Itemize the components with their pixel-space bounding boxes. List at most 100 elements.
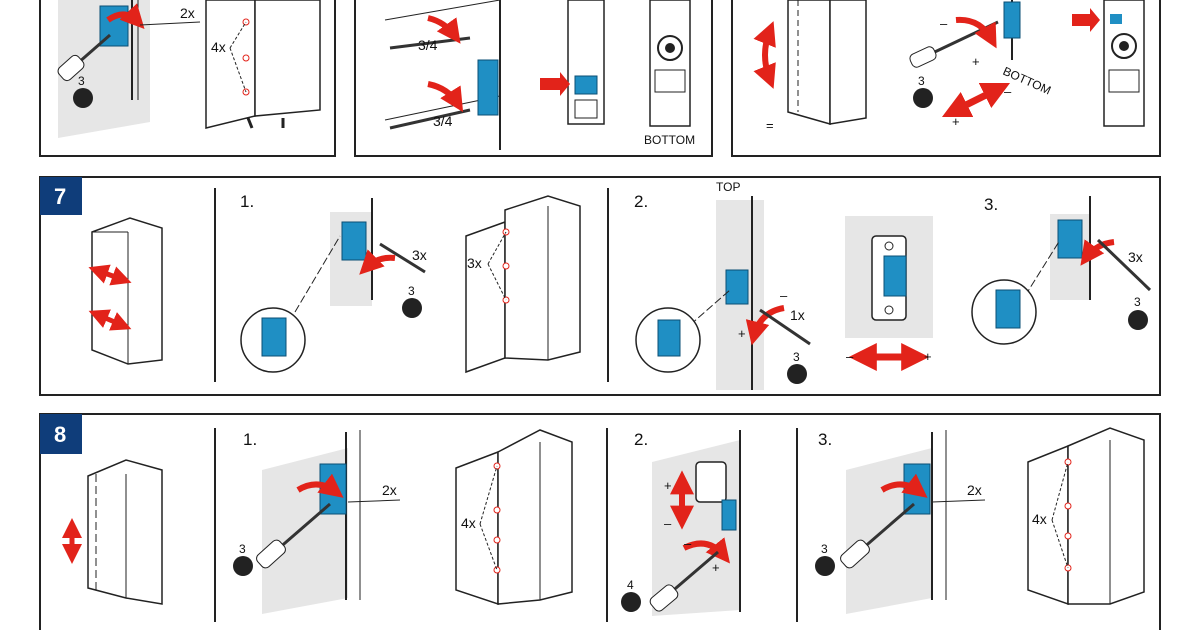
plus-sign: +	[972, 54, 980, 69]
step-number: 7	[54, 184, 66, 209]
top-panel-a: 2x 3 4x	[39, 0, 336, 157]
step-number-badge	[40, 414, 82, 454]
step-number: 8	[54, 422, 66, 447]
hinge-icon	[341, 221, 367, 261]
rotate-arrow-icon	[359, 249, 396, 275]
step-label: 2.	[634, 430, 648, 449]
screwdriver-icon	[57, 33, 111, 82]
rotate-arrow-icon	[1080, 239, 1115, 266]
tool-size-label: 3	[1134, 295, 1141, 309]
rotate-arrow-icon	[745, 305, 785, 346]
step-label: 2.	[634, 192, 648, 211]
cabinet-drawing	[205, 0, 321, 129]
hex-key-icon	[1128, 310, 1148, 330]
step-label: 1.	[243, 430, 257, 449]
tool-size-label: 4	[627, 578, 634, 592]
section-8: 8 1. 2x 3	[39, 413, 1161, 630]
minus-sign: –	[940, 16, 948, 31]
rotate-arrow-icon	[955, 16, 997, 49]
minus-sign: –	[1004, 84, 1012, 99]
rotate-arrow-icon	[296, 473, 344, 498]
cabinet-drawing	[787, 0, 867, 125]
right-arrow-icon	[540, 72, 570, 96]
step-number-badge	[40, 177, 82, 215]
screw-count-label: 4x	[1032, 511, 1047, 527]
top-panel-c: = – + – + BOTTOM 3	[731, 0, 1161, 157]
section-7: 7 1. 3x 3 3x	[39, 176, 1161, 396]
minus-sign: –	[780, 288, 788, 303]
tool-size-label: 3	[78, 74, 85, 88]
plus-sign: +	[712, 560, 720, 575]
step-label: 1.	[240, 192, 254, 211]
screwdriver-icon	[759, 308, 811, 346]
hex-key-icon	[73, 88, 93, 108]
hex-key-icon	[913, 88, 933, 108]
plus-sign: +	[952, 114, 960, 129]
overview-cabinet-drawing	[62, 459, 163, 605]
hinge-detail-drawing	[1103, 0, 1145, 127]
hinge-icon	[1003, 1, 1021, 39]
rotate-arrow-icon	[106, 3, 145, 30]
hinge-icon	[657, 319, 681, 357]
position-label: BOTTOM	[644, 133, 695, 147]
screw-count-label: 3x	[1128, 249, 1143, 265]
rotate-arrow-icon	[427, 81, 464, 113]
hinge-count-label: 2x	[967, 482, 982, 498]
hex-key-icon	[402, 298, 422, 318]
tool-size-label: 3	[793, 350, 800, 364]
left-right-arrow-icon	[88, 264, 132, 286]
rotate-arrow-icon	[682, 537, 731, 564]
hinge-count-label: 3x	[412, 247, 427, 263]
hinge-icon	[725, 269, 749, 305]
screwdriver-icon	[379, 242, 426, 274]
tool-size-label: 3	[918, 74, 925, 88]
plus-sign: +	[924, 349, 932, 364]
hex-key-icon	[787, 364, 807, 384]
hinge-detail-drawing	[649, 0, 691, 127]
cabinet-drawing	[465, 195, 581, 374]
left-right-arrow-icon	[88, 309, 132, 331]
hinge-adjustment-detail	[845, 216, 933, 338]
screw-count-label: 1x	[790, 307, 805, 323]
right-arrow-icon	[1072, 8, 1100, 32]
hinge-icon	[261, 317, 287, 357]
turn-amount-label: 3/4	[433, 113, 453, 129]
tool-size-label: 3	[239, 542, 246, 556]
plus-sign: +	[664, 478, 672, 493]
hinge-icon	[1057, 219, 1083, 259]
rotate-arrow-icon	[880, 473, 928, 498]
cabinet-drawing	[1027, 427, 1145, 606]
screwdriver-icon	[1096, 238, 1152, 292]
up-down-arrow-icon	[753, 21, 776, 89]
minus-sign: –	[664, 516, 672, 531]
tool-size-label: 3	[821, 542, 828, 556]
hinge-icon	[995, 289, 1021, 329]
position-label: TOP	[716, 180, 740, 194]
hex-key-icon	[815, 556, 835, 576]
hinge-detail-drawing	[540, 0, 605, 125]
rotate-arrow-icon	[427, 15, 461, 44]
screwdriver-icon	[256, 502, 331, 569]
door-screw-count-label: 3x	[467, 255, 482, 271]
hinge-icon	[477, 59, 499, 116]
hex-key-icon	[621, 592, 641, 612]
hinge-count-label: 2x	[180, 5, 195, 21]
hinge-icon	[721, 499, 737, 531]
plus-sign: +	[738, 326, 746, 341]
cabinet-drawing	[455, 429, 573, 606]
overview-cabinet-drawing	[88, 217, 163, 365]
step-label: 3.	[984, 195, 998, 214]
top-panel-b: 3/4 3/4 BOTTOM	[354, 0, 713, 157]
minus-sign: –	[684, 536, 692, 551]
screw-count-label: 4x	[461, 515, 476, 531]
tool-size-label: 3	[408, 284, 415, 298]
gap-equals-label: =	[766, 118, 774, 133]
left-right-arrow-icon	[941, 82, 1011, 118]
screwdriver-icon	[840, 502, 915, 569]
hinge-plate	[695, 461, 727, 503]
minus-sign: –	[846, 349, 854, 364]
step-label: 3.	[818, 430, 832, 449]
screw-count-label: 4x	[211, 39, 226, 55]
hex-key-icon	[233, 556, 253, 576]
